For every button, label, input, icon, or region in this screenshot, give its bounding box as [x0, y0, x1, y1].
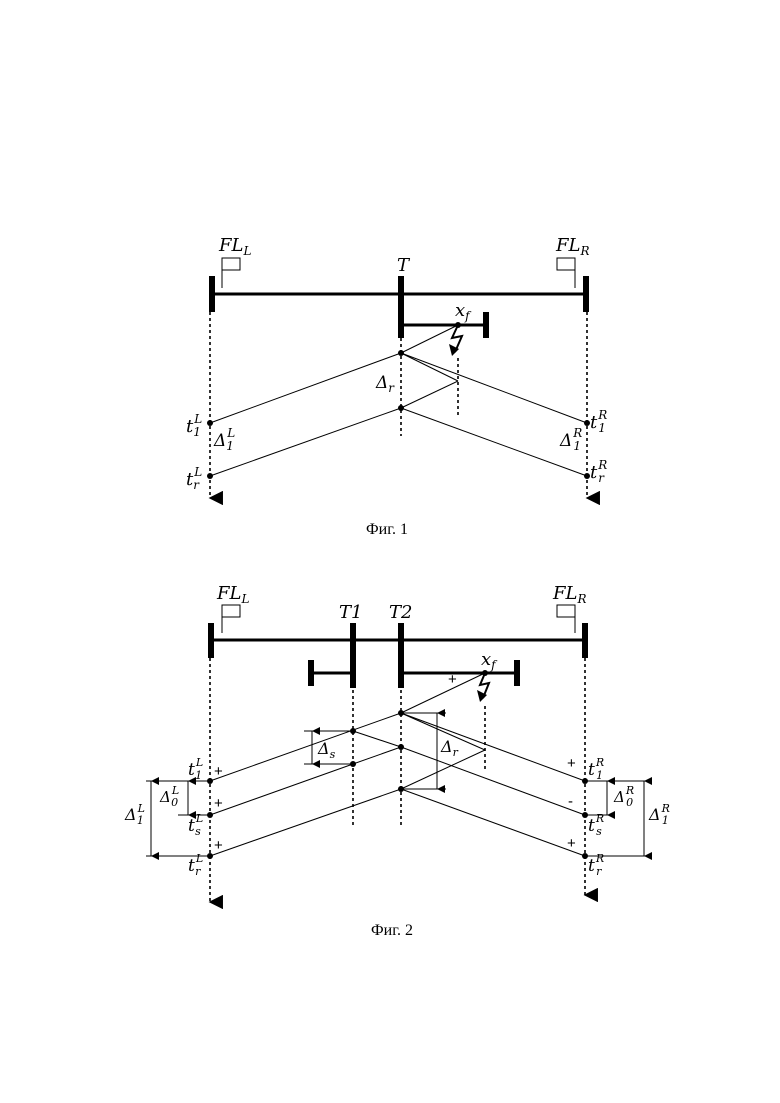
- label-trR: tRr: [590, 458, 607, 485]
- label-delta1L: ΔL1: [124, 802, 145, 827]
- caption-fig2: Фиг. 2: [371, 922, 413, 939]
- label-fault: xf: [481, 649, 498, 672]
- wave-lattice: [210, 673, 585, 856]
- label-fl-right: FLR: [555, 235, 590, 258]
- label-tap: T: [397, 255, 411, 276]
- label-delta0R: ΔR0: [613, 784, 634, 809]
- sign-tsR: -: [568, 793, 573, 810]
- label-fl-left: FLL: [216, 583, 249, 606]
- label-fl-left: FLL: [218, 235, 251, 258]
- label-t1R: tR1: [590, 408, 607, 435]
- label-delta0L: ΔL0: [159, 784, 179, 809]
- label-delta-s: Δs: [317, 739, 336, 761]
- label-t1L: tL1: [188, 756, 203, 782]
- sign-trR: +: [567, 835, 576, 852]
- flag-left-icon: [222, 258, 240, 288]
- wave-lattice: [210, 325, 587, 476]
- event-point: [398, 744, 404, 750]
- label-fault: xf: [455, 300, 472, 323]
- label-trL: tLr: [188, 852, 203, 878]
- label-delta1L: ΔL1: [213, 426, 235, 453]
- label-trR: tRr: [588, 852, 604, 878]
- flag-right-icon: [557, 258, 575, 288]
- event-point: [207, 473, 213, 479]
- lightning-icon: [477, 670, 489, 702]
- sign-t1R: +: [567, 755, 576, 772]
- label-delta-r: Δr: [375, 373, 395, 395]
- event-point: [398, 350, 404, 356]
- lightning-icon: [449, 322, 462, 356]
- flag-right-icon: [557, 605, 575, 633]
- label-trL: tLr: [186, 465, 202, 492]
- sign-trL: +: [214, 837, 223, 854]
- sign-fault: +: [448, 671, 457, 688]
- label-delta-r: Δr: [440, 737, 459, 759]
- label-delta1R: ΔR1: [648, 802, 670, 827]
- label-delta1R: ΔR1: [559, 426, 582, 453]
- label-tap2: T2: [389, 602, 412, 623]
- label-fl-right: FLR: [552, 583, 587, 606]
- flag-left-icon: [222, 605, 240, 633]
- label-tap1: T1: [339, 602, 362, 623]
- caption-fig1: Фиг. 1: [366, 521, 408, 538]
- label-tsL: tLs: [188, 812, 203, 838]
- figure-1: FLL FLR T xf Δr tL1 ΔL1 tLr tR1 ΔR1 tRr …: [186, 235, 607, 538]
- label-tsR: tRs: [588, 812, 604, 838]
- label-t1R: tR1: [588, 756, 604, 782]
- dimension-delta-r: [401, 713, 446, 789]
- figure-2: FLL FLR T1 T2 xf + Δs Δr tL1 + ΔL0 + tLs…: [124, 583, 670, 939]
- event-point: [207, 420, 213, 426]
- event-point: [398, 405, 404, 411]
- label-t1L: tL1: [186, 412, 202, 439]
- sign-tsL: +: [214, 795, 223, 812]
- sign-t1L: +: [214, 763, 223, 780]
